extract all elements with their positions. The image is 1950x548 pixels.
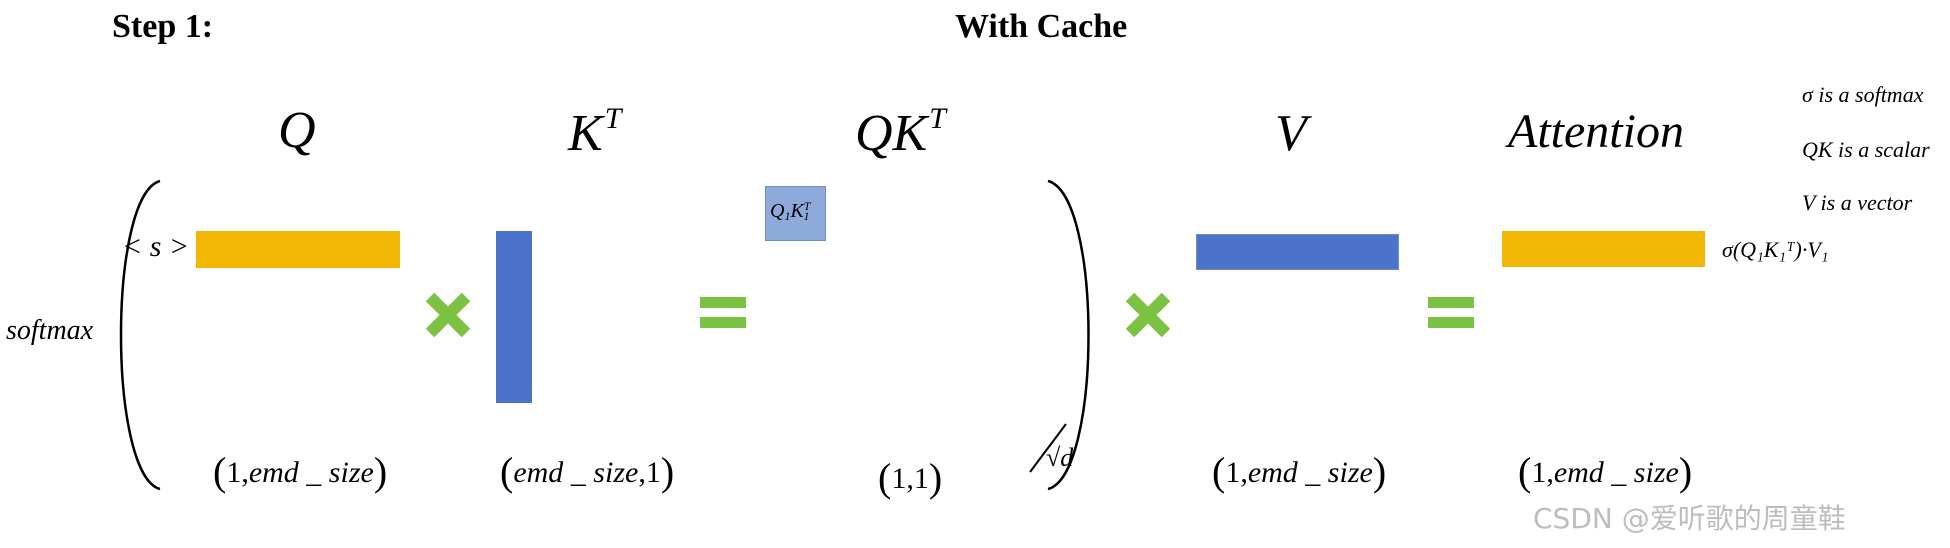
- watermark: CSDN @爱听歌的周童鞋: [1533, 502, 1846, 535]
- sqrt-d-label: √d: [1046, 443, 1074, 472]
- note-sigma: σ is a softmax: [1802, 82, 1924, 107]
- token-label: < s >: [122, 230, 190, 263]
- divide-slash: [1029, 423, 1067, 473]
- qkt-dim: (1,1): [878, 455, 943, 500]
- qkt-header: QKT: [855, 102, 946, 162]
- v-header: V: [1275, 105, 1307, 162]
- q-dim: (1,emd _ size): [213, 449, 388, 494]
- softmax-label: softmax: [6, 315, 94, 346]
- q-vector-bar: [196, 231, 400, 268]
- equals-icon-2: [1428, 297, 1474, 328]
- v-dim: (1,emd _ size): [1212, 449, 1387, 494]
- note-v: V is a vector: [1802, 190, 1913, 215]
- step-label: Step 1:: [112, 8, 214, 45]
- q-header: Q: [278, 102, 316, 159]
- left-paren: [119, 179, 161, 491]
- qkt-cell-label: Q1KT1: [770, 199, 811, 224]
- kt-vector-bar: [496, 231, 532, 403]
- multiply-icon-2: [1125, 292, 1171, 338]
- kt-dim: (emd _ size,1): [500, 449, 675, 494]
- note-qk: QK is a scalar: [1802, 137, 1930, 162]
- result-formula: σ(Q₁K₁ᵀ)·V₁: [1722, 237, 1829, 262]
- attention-vector-bar: [1502, 231, 1705, 267]
- kt-header: KT: [568, 102, 622, 162]
- attention-dim: (1,emd _ size): [1518, 449, 1693, 494]
- v-vector-bar: [1196, 234, 1399, 270]
- multiply-icon: [425, 292, 471, 338]
- attention-header: Attention: [1508, 105, 1684, 158]
- equals-icon: [700, 297, 746, 328]
- qkt-scalar-cell: Q1KT1: [765, 186, 826, 241]
- right-paren: [1047, 179, 1090, 491]
- diagram-title: With Cache: [955, 8, 1128, 45]
